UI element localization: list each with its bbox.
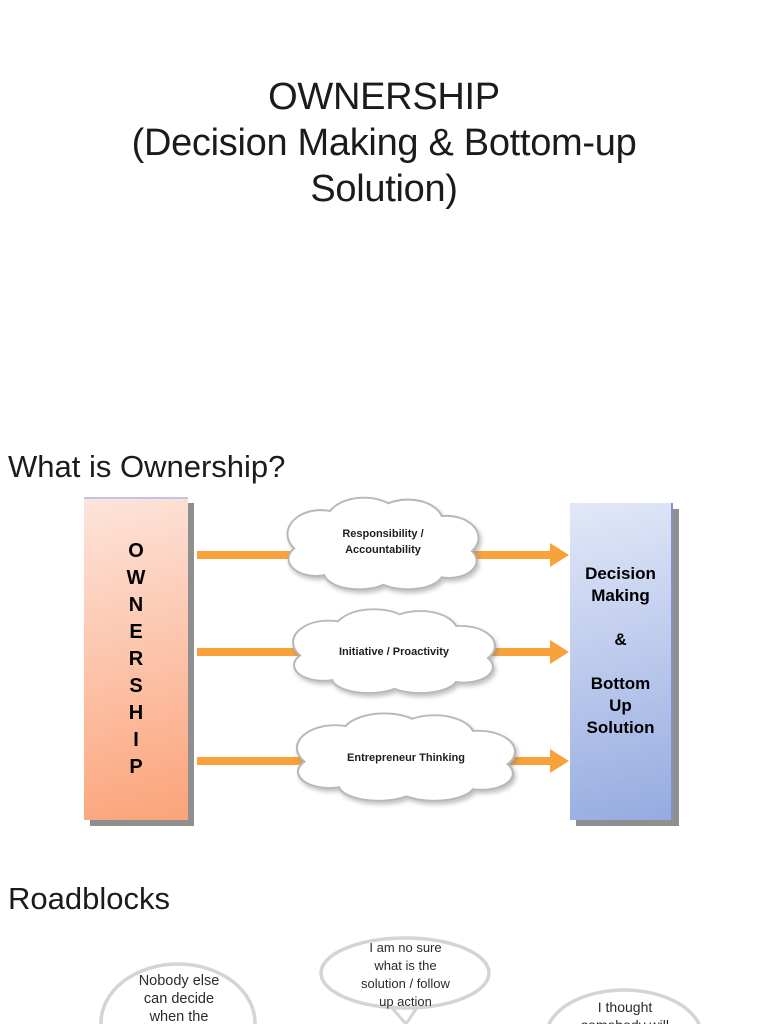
ownership-letter: H [128, 702, 144, 724]
bubble-shape [99, 962, 257, 1024]
cloud-entrepreneur: Entrepreneur Thinking [286, 708, 526, 808]
bubble-label: Nobody else can decide when the [138, 973, 220, 1024]
ownership-letter: S [129, 675, 143, 697]
cloud-label: Initiative / Proactivity [338, 646, 450, 658]
decision-making-text: Decision Making & Bottom Up Solution [585, 563, 656, 737]
arrow-head-icon [550, 749, 569, 773]
bubble-label: I thought somebody will [581, 999, 669, 1024]
cloud-label: Responsibility / Accountability [342, 527, 424, 556]
section-heading-what-is-ownership: What is Ownership? [8, 449, 286, 484]
arrow-head-icon [550, 640, 569, 664]
ownership-letter: P [129, 756, 143, 778]
ownership-letter: W [126, 567, 146, 589]
bubble-no-sure-solution: I am no sure what is the solution / foll… [318, 935, 493, 1024]
ownership-letter: O [128, 540, 144, 562]
bubble-nobody-else: Nobody else can decide when the [98, 960, 260, 1024]
cloud-label: Entrepreneur Thinking [347, 752, 465, 764]
ownership-letter: E [129, 621, 143, 643]
decision-making-box: Decision Making & Bottom Up Solution [570, 503, 673, 820]
ownership-box: O W N E R S H I P [84, 497, 188, 820]
bubble-label: I am no sure what is the solution / foll… [361, 940, 450, 1009]
bubble-shape [547, 988, 701, 1024]
section-heading-roadblocks: Roadblocks [8, 881, 170, 916]
ownership-letter: I [133, 729, 139, 751]
cloud-responsibility: Responsibility / Accountability [278, 492, 488, 597]
ownership-letter: R [128, 648, 144, 670]
cloud-initiative: Initiative / Proactivity [283, 604, 505, 700]
arrow-head-icon [550, 543, 569, 567]
ownership-letter: N [128, 594, 144, 616]
bubble-shape [319, 936, 491, 1024]
bubble-i-thought: I thought somebody will [543, 986, 707, 1024]
slide-title: OWNERSHIP (Decision Making & Bottom-up S… [131, 76, 637, 210]
